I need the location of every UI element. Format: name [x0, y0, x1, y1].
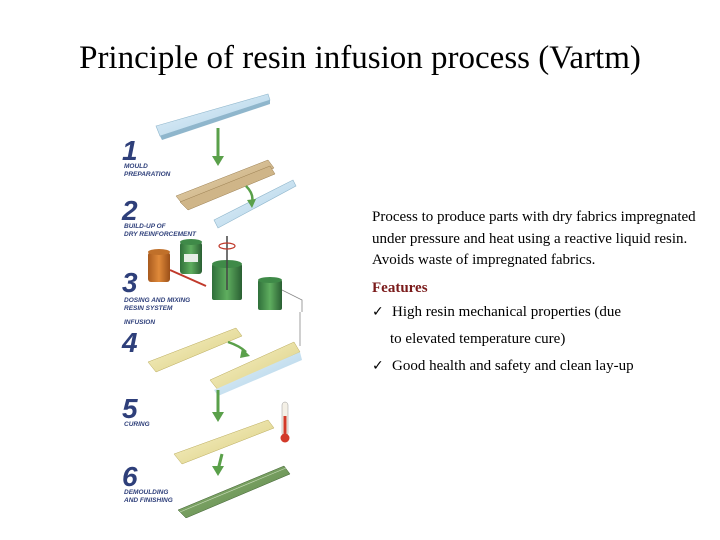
step-5-curing-graphic — [173, 390, 290, 476]
step-2-reinforcement-graphic — [175, 159, 297, 229]
slide-title: Principle of resin infusion process (Var… — [79, 40, 641, 76]
step-2-label-line-2: DRY REINFORCEMENT — [124, 231, 197, 238]
step-1-label-line-2: PREPARATION — [124, 171, 171, 178]
process-description: Process to produce parts with dry fabric… — [372, 209, 696, 268]
feature-item-1-continuation: to elevated temperature cure) — [390, 331, 566, 347]
step-3-label-line-2: RESIN SYSTEM — [124, 305, 173, 312]
step-2-number: 2 — [121, 195, 138, 226]
step-4-label-line-1: INFUSION — [124, 319, 155, 326]
step-1-mould-graphic — [155, 93, 271, 166]
step-6-demoulding-graphic — [177, 465, 291, 518]
feature-item-1-text: High resin mechanical properties (due — [392, 304, 622, 320]
feature-item-2-text: Good health and safety and clean lay-up — [392, 358, 634, 374]
step-4-number: 4 — [121, 327, 138, 358]
process-diagram: 1 2 3 4 5 6 MOULD PREPARATION BUILD-UP O… — [121, 93, 303, 518]
step-6-label-line-2: AND FINISHING — [123, 497, 173, 504]
step-6-number: 6 — [122, 461, 138, 492]
step-5-label-line-1: CURING — [124, 421, 150, 428]
step-3-mixing-graphic — [148, 236, 303, 312]
step-2-label-line-1: BUILD-UP OF — [124, 223, 167, 230]
feature-item-1: ✓ High resin mechanical properties (due — [372, 299, 702, 326]
feature-item-2: ✓ Good health and safety and clean lay-u… — [372, 353, 702, 380]
step-1-label-line-1: MOULD — [124, 163, 148, 170]
text-panel: Process to produce parts with dry fabric… — [372, 207, 702, 380]
step-1-number: 1 — [122, 135, 138, 166]
checkmark-icon: ✓ — [372, 304, 384, 320]
step-3-number: 3 — [122, 267, 138, 298]
step-3-label-line-1: DOSING AND MIXING — [124, 297, 190, 304]
features-heading: Features — [372, 279, 428, 296]
step-6-label-line-1: DEMOULDING — [124, 489, 168, 496]
checkmark-icon: ✓ — [372, 358, 384, 374]
step-4-infusion-graphic — [147, 312, 302, 396]
step-5-number: 5 — [122, 393, 138, 424]
